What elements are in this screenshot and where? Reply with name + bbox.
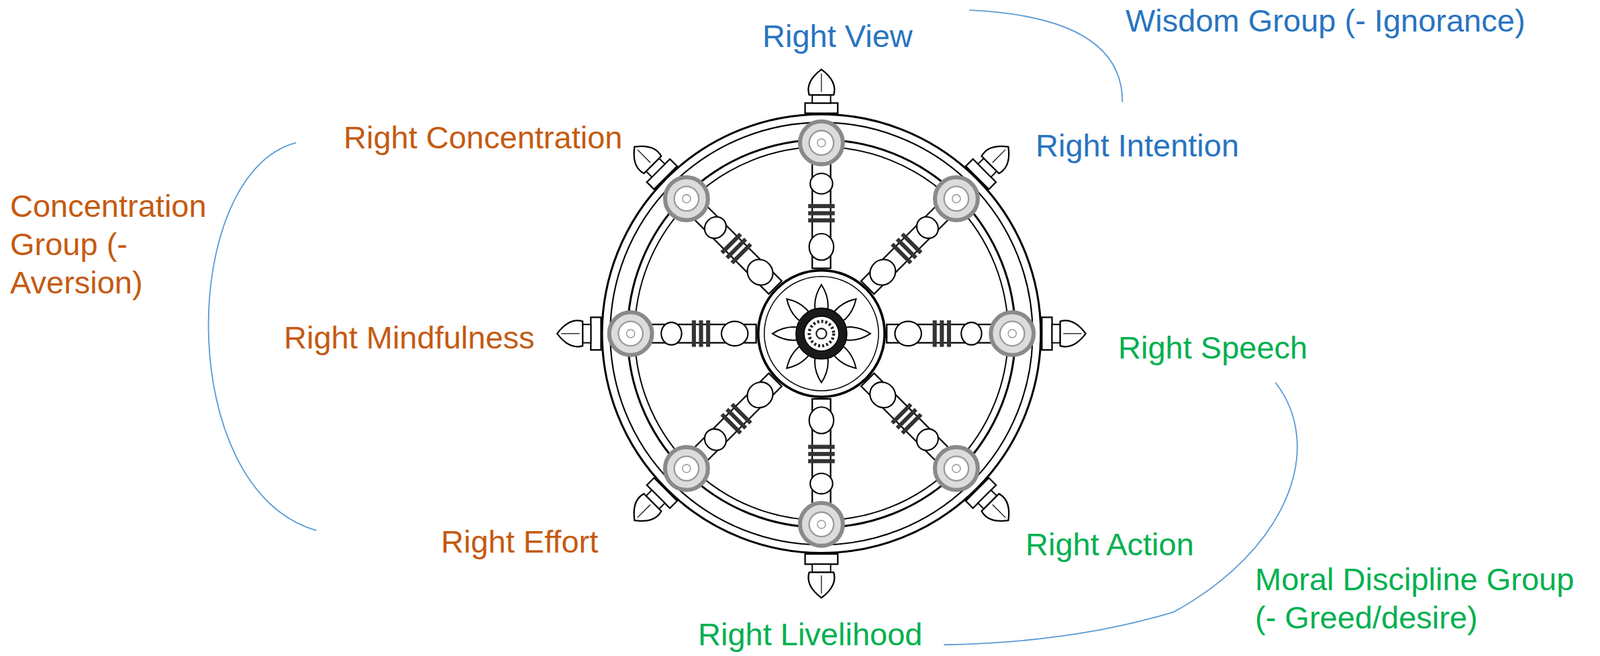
path-factor-label: Right Intention xyxy=(1035,126,1239,165)
group-label: Wisdom Group (- Ignorance) xyxy=(1125,1,1526,40)
wisdom-bracket xyxy=(969,10,1123,103)
wheel-hub xyxy=(758,270,886,397)
path-factor-label: Right Mindfulness xyxy=(283,318,535,357)
group-brackets xyxy=(208,10,1298,645)
path-factor-label: Right Livelihood xyxy=(697,614,923,654)
spoke xyxy=(852,364,1024,536)
path-factor-label: Right Effort xyxy=(440,522,598,561)
spoke xyxy=(852,131,1024,303)
spoke xyxy=(619,364,791,536)
group-label: Moral Discipline Group (- Greed/desire) xyxy=(1255,559,1588,637)
path-factor-label: Right Concentration xyxy=(343,118,623,157)
moral-discipline-bracket xyxy=(943,382,1297,645)
group-label: Concentration Group (- Aversion) xyxy=(10,186,212,302)
spoke xyxy=(557,312,756,356)
spoke xyxy=(619,131,791,303)
spoke xyxy=(800,398,843,598)
wheel-spokes xyxy=(557,69,1086,598)
path-factor-label: Right Action xyxy=(1025,524,1194,564)
spoke xyxy=(886,312,1086,356)
spoke xyxy=(800,69,843,268)
path-factor-label: Right View xyxy=(762,16,913,56)
path-factor-label: Right Speech xyxy=(1118,328,1308,367)
